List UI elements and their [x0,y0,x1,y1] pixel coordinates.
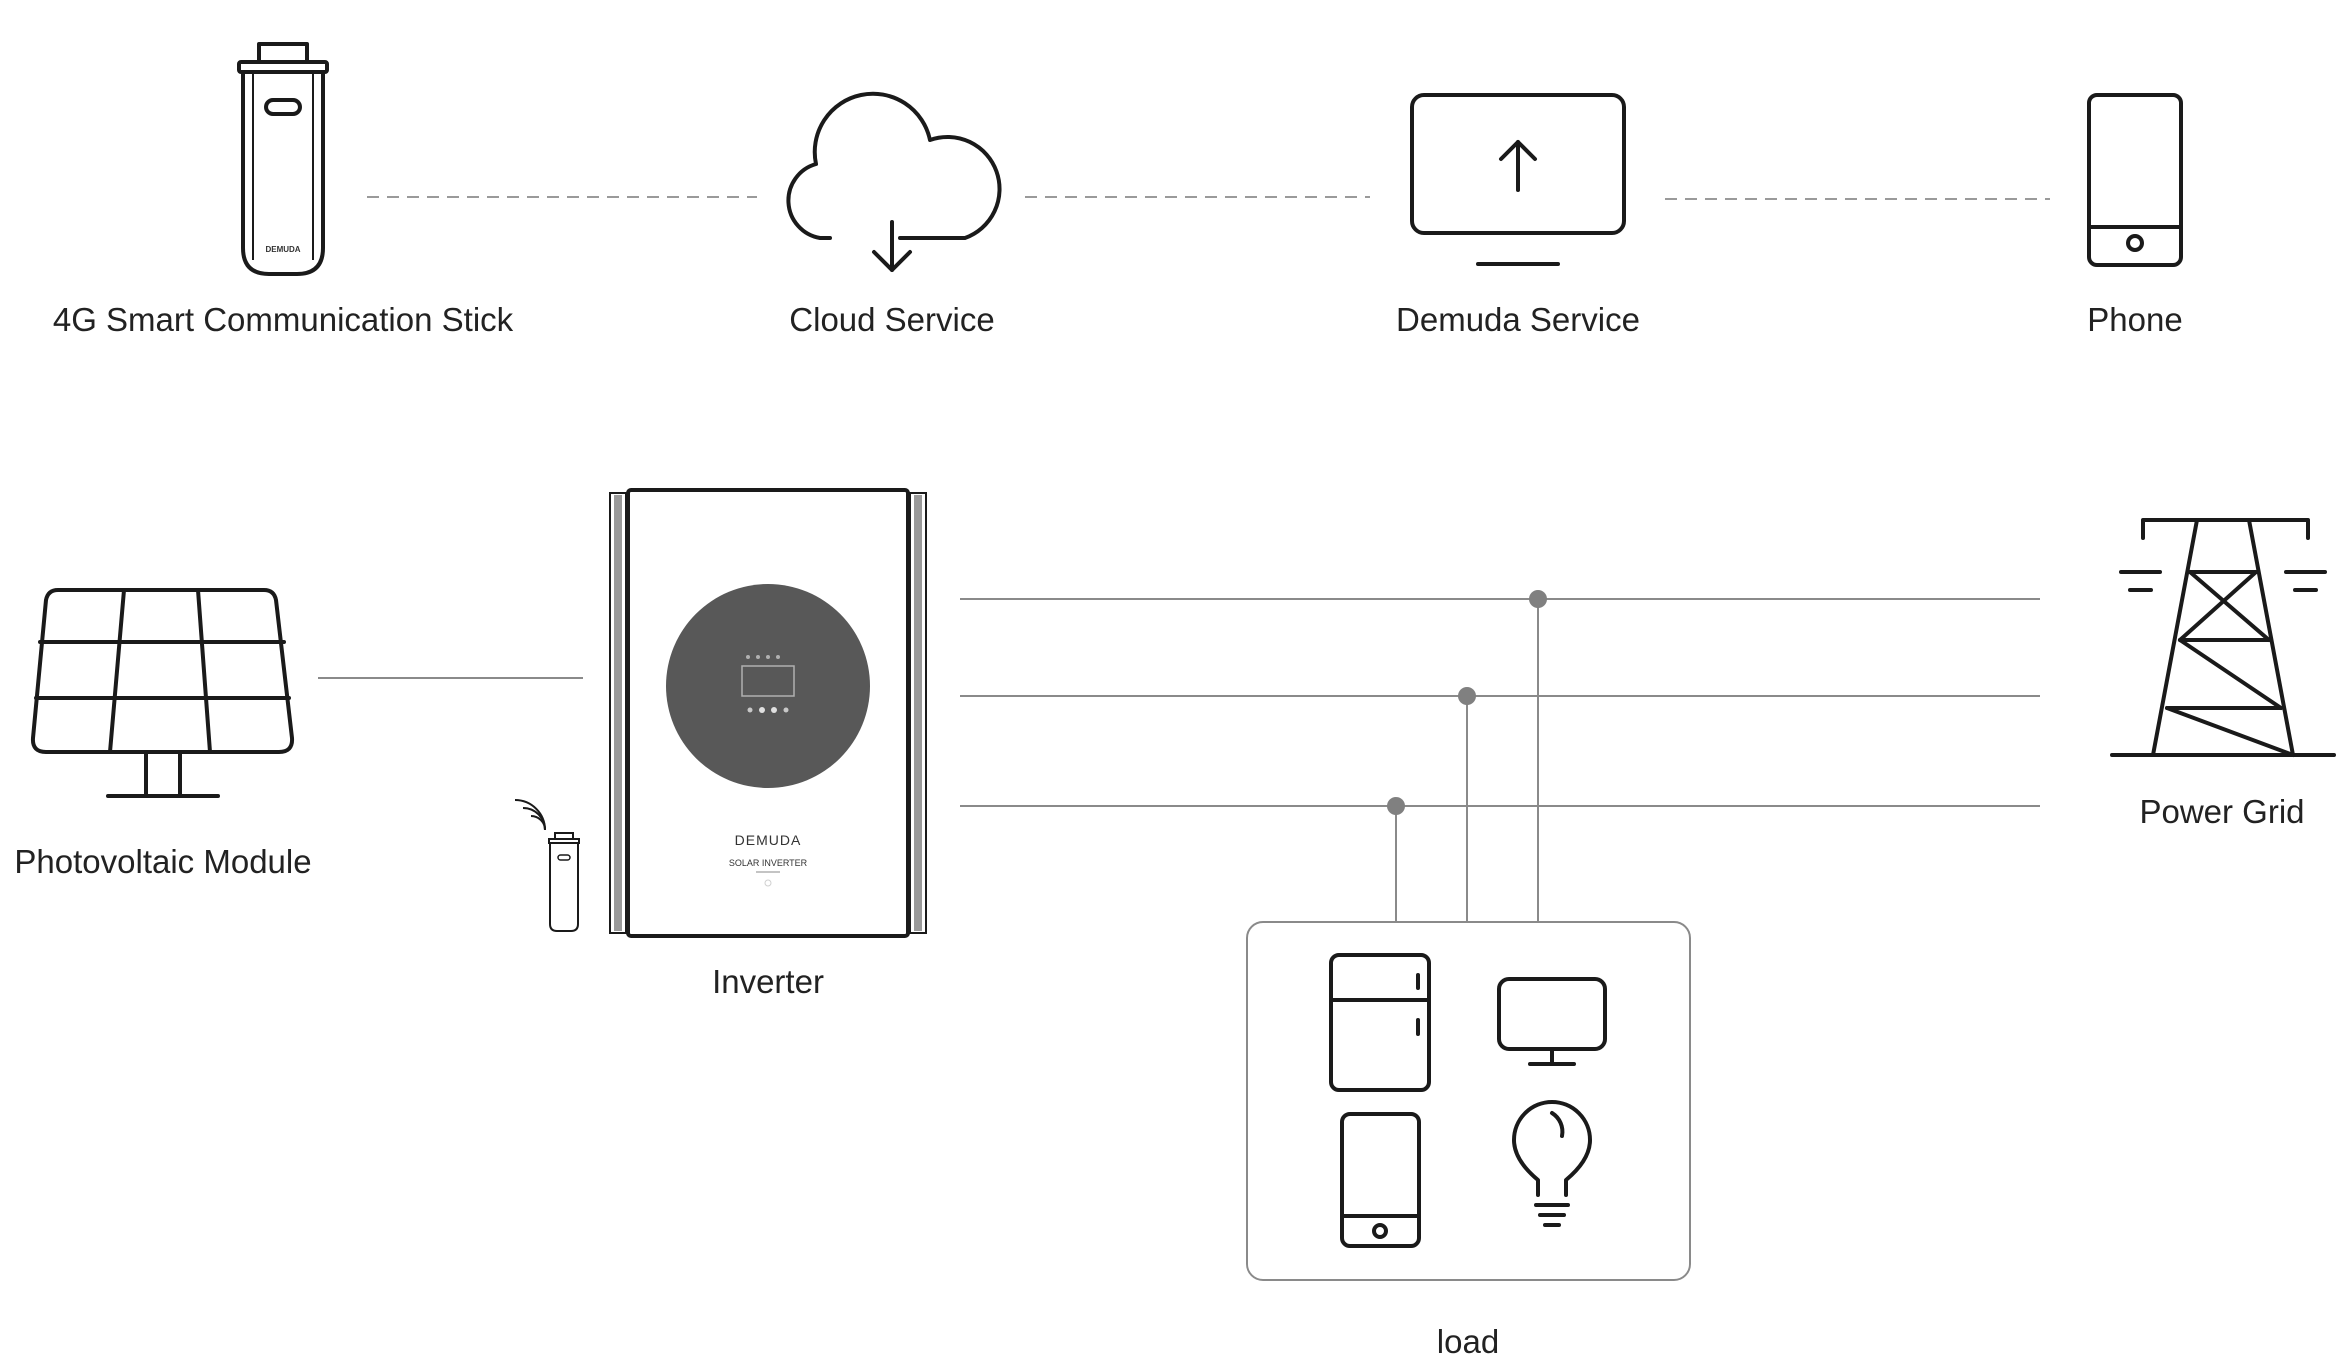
stick-brand: DEMUDA [265,245,300,254]
solar-panel-icon [30,588,295,798]
refrigerator-icon [1329,953,1431,1092]
inverter-display-disc [666,584,870,788]
tv-icon [1497,977,1607,1066]
comm-links [367,196,2050,200]
label-pv: Photovoltaic Module [14,843,311,880]
wifi-signal-icon [514,799,546,831]
usb-stick-icon: DEMUDA [237,42,329,276]
junction-dot-2 [1458,687,1476,705]
junction-dot-3 [1387,797,1405,815]
label-inverter: Inverter [712,963,824,1000]
inverter-brand: DEMUDA [735,832,802,848]
load-box [1246,921,1691,1281]
label-phone: Phone [2087,301,2182,338]
cloud-download-icon [786,91,1002,272]
smartphone-icon [2087,93,2183,267]
label-load: load [1437,1323,1499,1360]
junction-dot-1 [1529,590,1547,608]
inverter-model: SOLAR INVERTER [729,858,808,868]
label-demuda: Demuda Service [1396,301,1640,338]
monitor-upload-icon [1410,93,1626,266]
label-cloud: Cloud Service [789,301,994,338]
inverter-icon: DEMUDA SOLAR INVERTER [609,488,927,938]
transmission-tower-icon [2110,518,2336,757]
light-bulb-icon [1512,1100,1592,1227]
label-grid: Power Grid [2139,793,2304,830]
small-stick-icon [548,832,580,932]
label-stick: 4G Smart Communication Stick [53,301,514,338]
tablet-icon [1340,1112,1421,1248]
ac-bus [960,598,2040,922]
